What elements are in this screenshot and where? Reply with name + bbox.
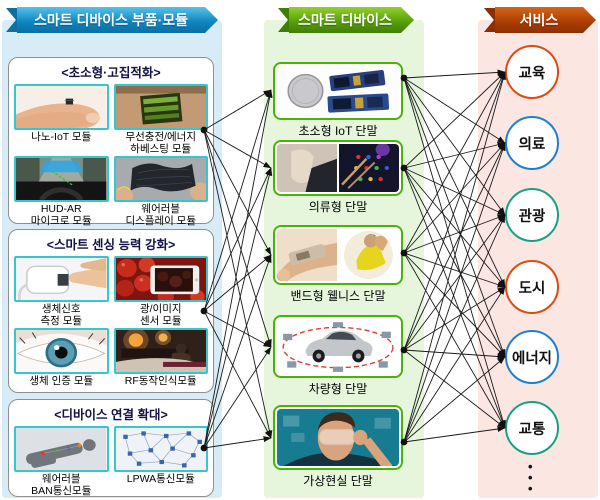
device-label: 의류형 단말: [308, 200, 368, 214]
service-city: 도시: [505, 260, 559, 314]
group-title: <초소형·고집적화>: [61, 66, 161, 80]
vr-ar-glasses-man-icon: [273, 405, 403, 470]
services-header-title: 서비스: [495, 7, 596, 33]
device-micro-iot: 초소형 IoT 단말: [273, 62, 403, 139]
device-label: 차량형 단말: [308, 382, 368, 396]
service-tourism: 관광: [505, 188, 559, 242]
devices-header-banner: 스마트 디바이스: [278, 7, 414, 33]
connected-car-icon: [273, 315, 403, 378]
module-label: 생체 인증 모듈: [29, 375, 94, 388]
finger-biosignal-sensor-icon: [14, 256, 109, 302]
body-area-network-icon: [14, 426, 109, 472]
module-label: 웨어러블 디스플레이 모듈: [125, 203, 197, 228]
module-label: 웨어러블 BAN통신모듈: [31, 473, 92, 498]
module-wireless-charging: 무선충전/에너지 하베스팅 모듈: [113, 84, 208, 156]
module-bio-auth: 생체 인증 모듈: [14, 328, 109, 387]
flexible-display-hands-icon: [113, 156, 208, 203]
rf-motion-bedroom-icon: [113, 328, 208, 375]
phone-image-sensor-apples-icon: [113, 256, 208, 302]
module-lpwa: LPWA통신모듈: [113, 426, 208, 497]
module-label: 생체신호 측정 모듈: [40, 303, 83, 328]
service-medical: 의료: [505, 116, 559, 170]
thumb-grid: 나노-IoT 모듈 무선충: [14, 84, 208, 227]
device-band-wellness: 밴드형 웰니스 단말: [273, 225, 403, 304]
lpwa-network-mesh-icon: [113, 426, 208, 472]
module-wearable-display: 웨어러블 디스플레이 모듈: [113, 156, 208, 228]
service-energy: 에너지: [505, 330, 559, 384]
group-device-connectivity: <디바이스 연결 확대>: [8, 399, 214, 497]
modules-header-banner: 스마트 디바이스 부품·모듈: [6, 7, 218, 33]
devices-header-title: 스마트 디바이스: [289, 7, 414, 33]
thumb-grid: 웨어러블 BAN통신모듈: [14, 426, 208, 497]
module-label: 광/이미지 센서 모듈: [139, 303, 182, 328]
service-education: 교육: [505, 45, 559, 99]
device-label: 가상현실 단말: [303, 474, 373, 488]
module-hud-ar: HUD-AR 마이크로 모듈: [14, 156, 109, 227]
module-image-sensor: 광/이미지 센서 모듈: [113, 256, 208, 328]
module-ban-comm: 웨어러블 BAN통신모듈: [14, 426, 109, 497]
module-label: 무선충전/에너지 하베스팅 모듈: [125, 131, 197, 156]
device-label: 밴드형 웰니스 단말: [290, 289, 386, 303]
module-label: 나노-IoT 모듈: [31, 131, 92, 143]
wireless-charging-arm-band-icon: [113, 84, 208, 130]
module-label: RF동작인식모듈: [124, 375, 197, 388]
module-label: HUD-AR 마이크로 모듈: [30, 203, 92, 228]
smart-clothing-leds-icon: [273, 140, 403, 196]
device-label: 초소형 IoT 단말: [298, 124, 378, 138]
group-miniaturization: <초소형·고집적화> 나노-IoT 모듈: [8, 57, 214, 227]
iris-eye-authentication-icon: [14, 328, 109, 375]
thumb-grid: 생체신호 측정 모듈 광/이미지 센서 모: [14, 256, 208, 387]
device-vr: 가상현실 단말: [273, 405, 403, 489]
services-header-banner: 서비스: [484, 7, 596, 33]
group-title: <디바이스 연결 확대>: [54, 408, 168, 422]
module-rf-motion: RF동작인식모듈: [113, 328, 208, 388]
module-nano-iot: 나노-IoT 모듈: [14, 84, 109, 155]
device-vehicle: 차량형 단말: [273, 315, 403, 397]
modules-header-title: 스마트 디바이스 부품·모듈: [17, 7, 218, 33]
service-transport: 교통: [505, 401, 559, 455]
module-biosignal: 생체신호 측정 모듈: [14, 256, 109, 327]
nano-iot-chip-on-finger-icon: [14, 84, 109, 130]
group-title: <스마트 센싱 능력 강화>: [46, 238, 176, 252]
wellness-arm-band-icon: [273, 225, 403, 285]
group-smart-sensing: <스마트 센싱 능력 강화> 생체신호 측정 모듈: [8, 229, 214, 393]
car-hud-ar-view-icon: [14, 156, 109, 203]
more-services-ellipsis-icon: • • •: [528, 459, 533, 497]
module-label: LPWA통신모듈: [126, 473, 195, 485]
device-clothing: 의류형 단말: [273, 140, 403, 215]
coin-size-iot-boards-icon: [273, 62, 403, 120]
